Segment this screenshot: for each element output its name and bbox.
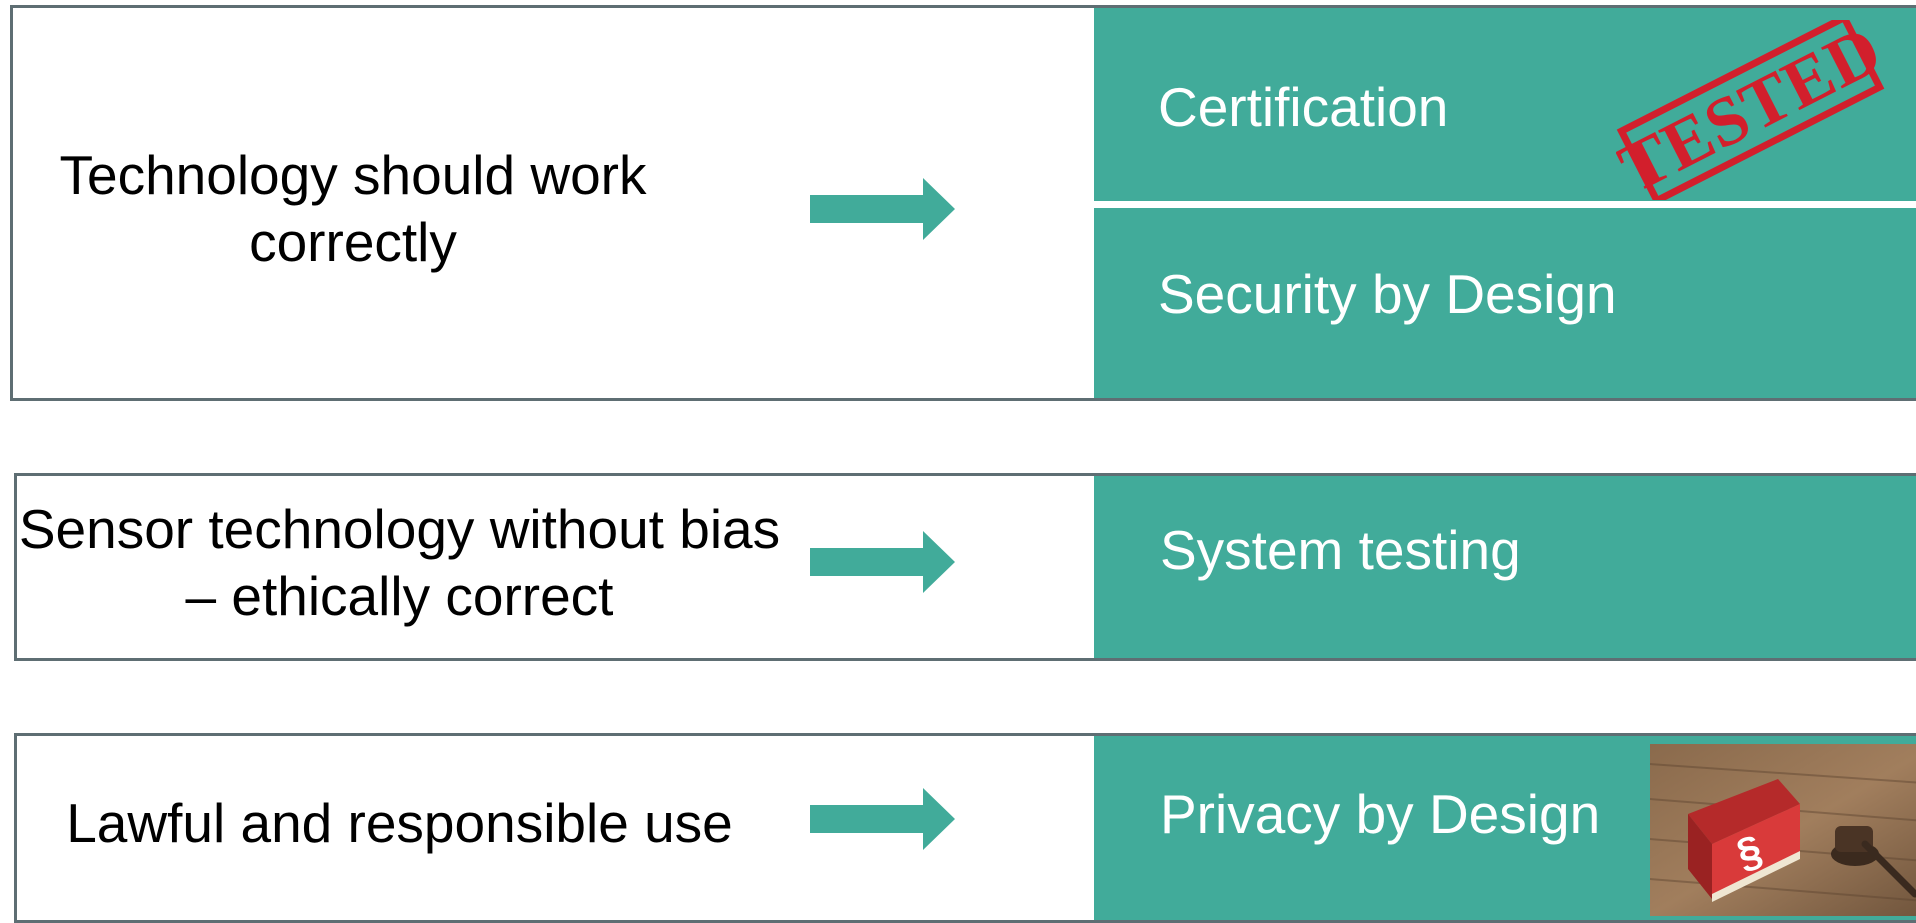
requirement-text: Technology should work correctly: [59, 144, 647, 273]
requirement-row-2: Sensor technology without bias – ethical…: [14, 473, 1916, 661]
tested-stamp-icon: TESTED: [1616, 20, 1886, 200]
measure-security-by-design: Security by Design: [1094, 208, 1916, 398]
requirement-row-3: Lawful and responsible use Privacy by De…: [14, 733, 1916, 923]
right-arrow-icon: [810, 178, 955, 240]
requirement-text: Sensor technology without bias – ethical…: [18, 498, 781, 627]
right-arrow-icon: [810, 531, 955, 593]
divider: [1094, 201, 1916, 204]
requirement-text: Lawful and responsible use: [66, 792, 733, 854]
measure-label: System testing: [1160, 519, 1521, 581]
measure-certification: Certification: [1094, 8, 1916, 201]
measure-label: Certification: [1158, 76, 1449, 138]
right-arrow-icon: [810, 788, 955, 850]
measure-label: Security by Design: [1158, 263, 1617, 325]
measure-system-testing: System testing: [1094, 476, 1916, 658]
measure-label: Privacy by Design: [1160, 783, 1601, 845]
law-book-gavel-icon: §: [1650, 744, 1916, 916]
requirement-row-1: Technology should work correctly Certifi…: [10, 5, 1916, 401]
